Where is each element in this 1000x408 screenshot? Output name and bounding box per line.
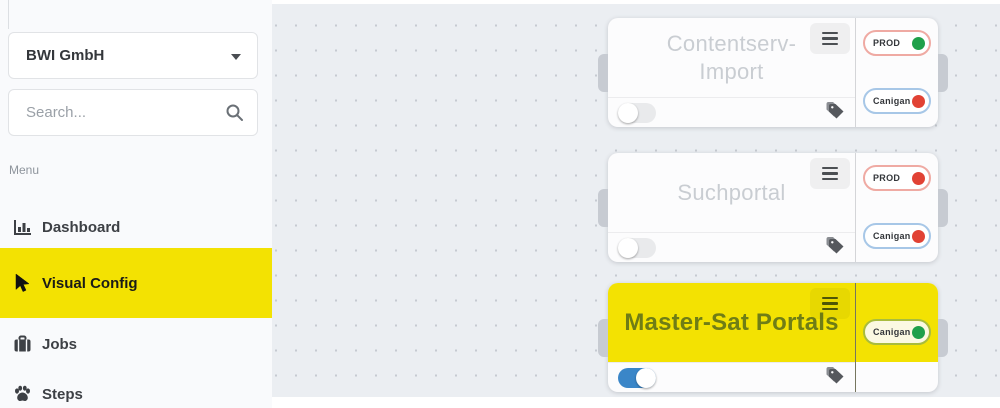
divider xyxy=(855,283,856,392)
status-dot-green xyxy=(912,36,925,50)
search-icon[interactable] xyxy=(225,103,244,127)
node-title: Contentserv-Import xyxy=(666,31,797,84)
node-title: Master-Sat Portals xyxy=(624,308,839,336)
connector-right[interactable] xyxy=(938,188,948,227)
enable-toggle[interactable] xyxy=(618,102,656,123)
tags-icon[interactable] xyxy=(824,236,845,260)
tags-icon[interactable] xyxy=(824,101,845,125)
enable-toggle[interactable] xyxy=(618,367,656,388)
node-footer xyxy=(608,362,855,392)
sidebar-item-label: Steps xyxy=(42,385,83,403)
connector-right[interactable] xyxy=(938,53,948,92)
env-badge-canigan[interactable]: Canigan xyxy=(863,223,931,249)
node-title-area: Contentserv-Import xyxy=(608,18,855,97)
sidebar-item-label: Visual Config xyxy=(42,274,138,292)
status-dot-red xyxy=(912,94,925,108)
badge-panel: PROD Canigan xyxy=(856,153,938,262)
menu-section-label: Menu xyxy=(9,163,40,177)
env-badge-prod[interactable]: PROD xyxy=(863,165,931,191)
status-dot-red xyxy=(912,171,925,185)
paw-icon xyxy=(11,385,33,403)
sidebar: BWI GmbH Menu Dashboard xyxy=(0,0,272,408)
env-badge-prod[interactable]: PROD xyxy=(863,30,931,56)
node-title-area-highlighted: Master-Sat Portals xyxy=(608,283,855,362)
env-badge-canigan[interactable]: Canigan xyxy=(863,319,931,345)
badge-panel: Canigan xyxy=(856,283,938,392)
menu-icon[interactable] xyxy=(810,23,850,54)
menu-icon[interactable] xyxy=(810,158,850,189)
connector-left[interactable] xyxy=(598,318,608,357)
cursor-icon xyxy=(11,272,33,294)
connector-left[interactable] xyxy=(598,53,608,92)
status-dot-red xyxy=(912,229,925,243)
node-title-area: Suchportal xyxy=(608,153,855,232)
node-card-master-sat-portals[interactable]: Master-Sat Portals Canigan xyxy=(598,283,948,392)
sidebar-item-dashboard[interactable]: Dashboard xyxy=(0,205,272,249)
node-footer xyxy=(608,97,855,127)
sidebar-item-visual-config[interactable]: Visual Config xyxy=(0,248,272,318)
chevron-down-icon xyxy=(231,54,241,60)
menu-icon[interactable] xyxy=(810,288,850,319)
sidebar-item-label: Dashboard xyxy=(42,218,121,236)
org-selector[interactable]: BWI GmbH xyxy=(8,32,258,79)
briefcase-icon xyxy=(11,335,33,353)
badge-panel: PROD Canigan xyxy=(856,18,938,127)
divider xyxy=(855,153,856,262)
search-box[interactable] xyxy=(8,89,258,136)
org-selector-value: BWI GmbH xyxy=(26,47,105,64)
divider xyxy=(8,0,9,29)
search-input[interactable] xyxy=(9,104,257,121)
node-title: Suchportal xyxy=(677,179,786,205)
status-dot-green xyxy=(912,325,925,339)
bar-chart-icon xyxy=(11,219,33,236)
divider xyxy=(855,18,856,127)
enable-toggle[interactable] xyxy=(618,237,656,258)
sidebar-item-label: Jobs xyxy=(42,335,78,353)
node-footer xyxy=(608,232,855,262)
connector-left[interactable] xyxy=(598,188,608,227)
node-card-contentserv-import[interactable]: Contentserv-Import PROD xyxy=(598,18,948,127)
node-card-suchportal[interactable]: Suchportal PROD Canig xyxy=(598,153,948,262)
env-badge-canigan[interactable]: Canigan xyxy=(863,88,931,114)
connector-right[interactable] xyxy=(938,318,948,357)
sidebar-item-steps[interactable]: Steps xyxy=(0,372,272,408)
sidebar-item-jobs[interactable]: Jobs xyxy=(0,322,272,366)
tags-icon[interactable] xyxy=(824,366,845,390)
